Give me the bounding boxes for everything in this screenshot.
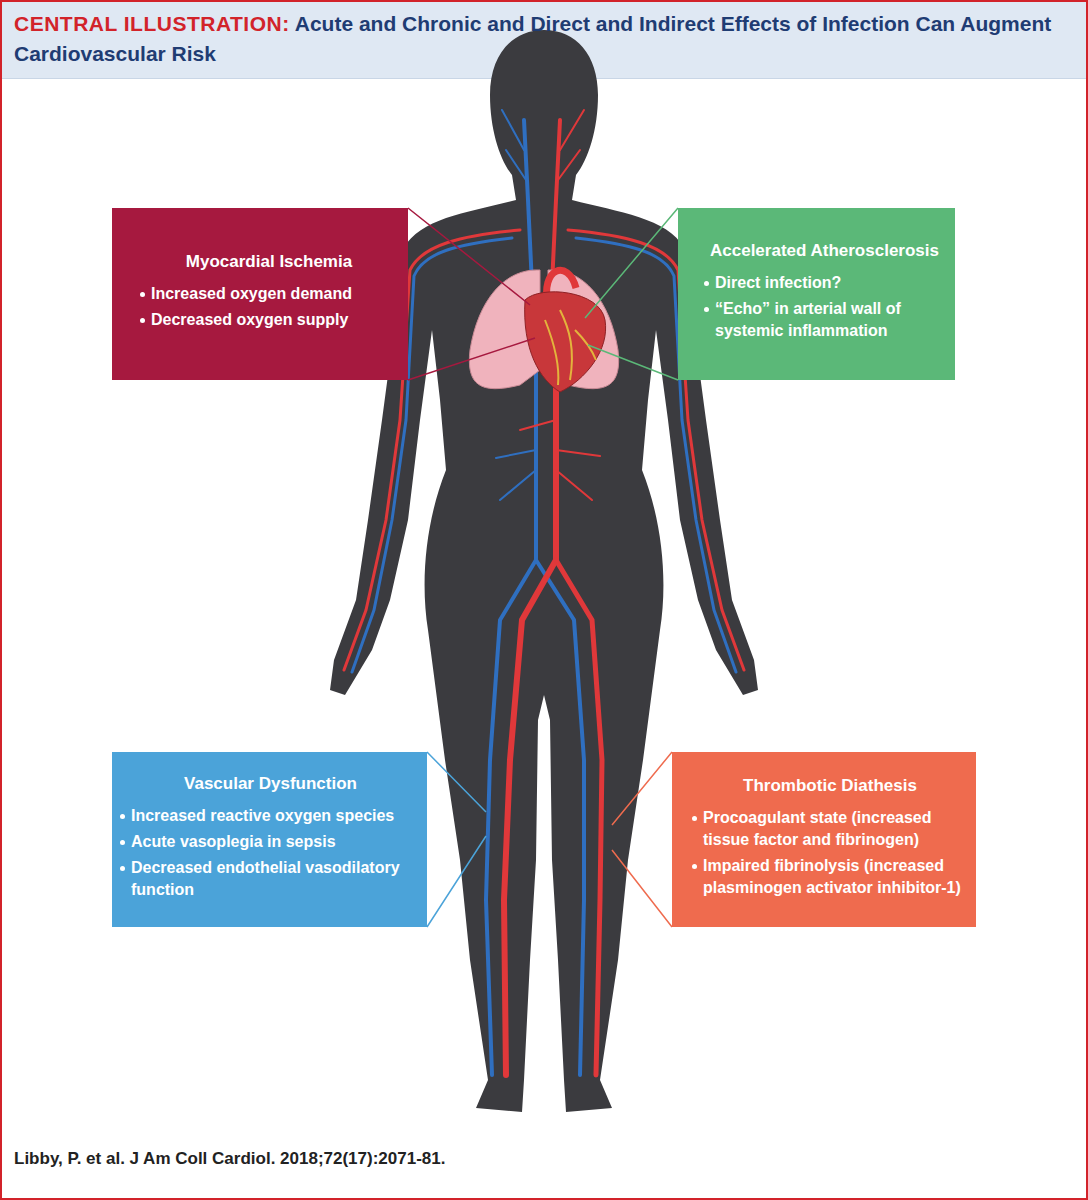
bullet-text: Decreased oxygen supply [151, 309, 348, 331]
box-heading: Thrombotic Diathesis [692, 775, 968, 797]
body-silhouette [330, 30, 758, 1112]
bullet-text: Acute vasoplegia in sepsis [131, 831, 336, 853]
bullet-dot [140, 318, 145, 323]
caption: Libby, P. et al. J Am Coll Cardiol. 2018… [14, 1149, 445, 1169]
box-heading: Myocardial Ischemia [140, 251, 398, 273]
bullet-row: Decreased oxygen supply [140, 309, 398, 331]
bullet-row: Impaired fibrinolysis (increased plasmin… [692, 855, 968, 899]
bullet-row: “Echo” in arterial wall of systemic infl… [704, 298, 945, 342]
bullet-dot [140, 292, 145, 297]
figure-label: CENTRAL ILLUSTRATION: [14, 12, 290, 35]
bullet-text: Direct infection? [715, 272, 841, 294]
bullet-text: Procoagulant state (increased tissue fac… [703, 807, 968, 851]
callout-box: Vascular DysfunctionIncreased reactive o… [112, 752, 427, 927]
coronary-arteries [545, 310, 596, 385]
leader-lines [408, 208, 678, 927]
bullet-dot [120, 840, 125, 845]
bullet-dot [120, 814, 125, 819]
bullet-row: Increased reactive oxygen species [120, 805, 421, 827]
bullet-dot [692, 864, 697, 869]
title-block: CENTRAL ILLUSTRATION: Acute and Chronic … [14, 9, 1074, 69]
bullet-dot [704, 281, 709, 286]
bullet-text: Increased reactive oxygen species [131, 805, 394, 827]
callout-box: Thrombotic DiathesisProcoagulant state (… [672, 752, 976, 927]
bullet-dot [704, 307, 709, 312]
bullet-text: Increased oxygen demand [151, 283, 352, 305]
bullet-dot [692, 816, 697, 821]
bullet-row: Direct infection? [704, 272, 945, 294]
box-heading: Accelerated Atherosclerosis [704, 240, 945, 262]
bullet-text: Impaired fibrinolysis (increased plasmin… [703, 855, 968, 899]
bullet-row: Acute vasoplegia in sepsis [120, 831, 421, 853]
bullet-text: Decreased endothelial vasodilatory funct… [131, 857, 421, 901]
bullet-row: Decreased endothelial vasodilatory funct… [120, 857, 421, 901]
bullet-row: Increased oxygen demand [140, 283, 398, 305]
bullet-dot [120, 866, 125, 871]
bullet-text: “Echo” in arterial wall of systemic infl… [715, 298, 945, 342]
bullet-row: Procoagulant state (increased tissue fac… [692, 807, 968, 851]
box-heading: Vascular Dysfunction [120, 773, 421, 795]
callout-box: Myocardial IschemiaIncreased oxygen dema… [112, 208, 408, 380]
callout-box: Accelerated AtherosclerosisDirect infect… [678, 208, 955, 380]
